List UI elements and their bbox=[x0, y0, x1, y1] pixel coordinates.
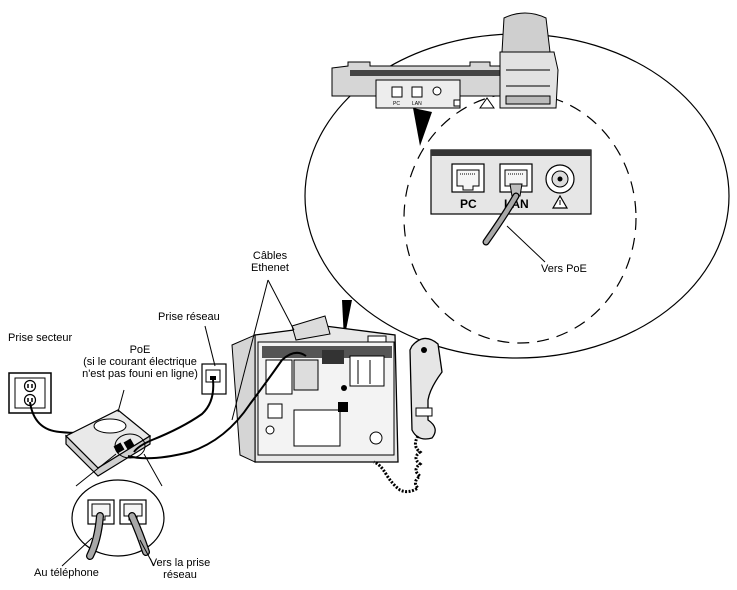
ip-phone bbox=[231, 315, 399, 463]
poe-zoom-circle bbox=[71, 479, 165, 557]
svg-text:LAN: LAN bbox=[412, 101, 422, 107]
network-jack-leader bbox=[204, 325, 216, 367]
pc-port bbox=[451, 163, 485, 193]
poe-zoom-leader-left bbox=[75, 453, 117, 487]
warning-icon bbox=[551, 194, 569, 209]
svg-text:PC: PC bbox=[393, 101, 400, 107]
lan-port bbox=[499, 163, 533, 197]
to-poe-leader bbox=[506, 225, 546, 263]
ethernet-cable-jack-to-poe bbox=[133, 379, 215, 453]
to-phone-leader bbox=[61, 537, 93, 567]
power-jack-icon bbox=[545, 164, 575, 194]
phone-rear-view: PC LAN bbox=[331, 12, 559, 146]
poe-port-highlight bbox=[114, 433, 146, 459]
to-network-jack-label: Vers la prise réseau bbox=[149, 557, 211, 581]
poe-label-leader bbox=[117, 389, 125, 413]
poe-zoom-leader-right bbox=[143, 453, 163, 487]
cables-leader-left bbox=[231, 279, 269, 421]
handset-icon bbox=[373, 337, 443, 494]
zoom-dashed-ellipse bbox=[403, 92, 637, 344]
poe-label: PoE (si le courant électrique n'est pas … bbox=[82, 344, 198, 380]
to-phone-label: Au téléphone bbox=[34, 567, 99, 579]
poe-adapter bbox=[64, 409, 152, 477]
handset-coil-cord bbox=[373, 435, 423, 494]
ethernet-cables-label: Câbles Ethenet bbox=[251, 250, 289, 274]
port-label-pc: PC bbox=[460, 197, 477, 211]
to-poe-label: Vers PoE bbox=[541, 263, 587, 275]
to-network-leader bbox=[139, 539, 155, 567]
network-jack-label: Prise réseau bbox=[158, 311, 220, 323]
ethernet-cable-poe-to-phone bbox=[127, 351, 307, 460]
cables-leader-right bbox=[267, 279, 295, 331]
power-outlet-label: Prise secteur bbox=[8, 332, 73, 344]
